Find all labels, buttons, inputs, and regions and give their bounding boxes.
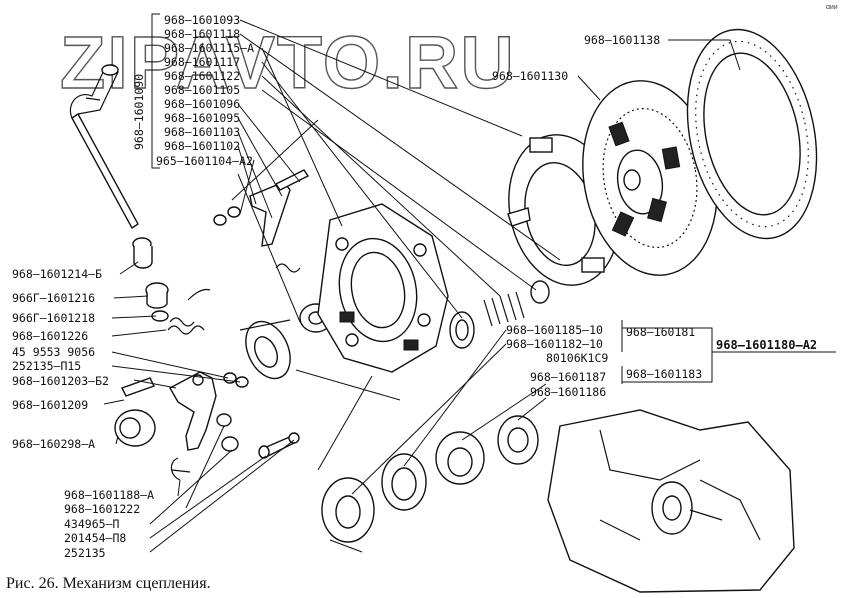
label-p1188: 968—1601188—А [64,488,154,502]
label-p1182: 968—1601182—10 [506,337,603,351]
label-p1115: 968—1601115—А [164,41,254,55]
release-bearing-part [239,319,291,380]
label-p1095: 968—1601095 [164,111,240,125]
label-p1216: 966Г—1601216 [12,291,95,305]
figure-caption: Рис. 26. Механизм сцепления. [6,575,211,592]
label-p298: 968—160298—А [12,437,95,451]
label-p1104: 965—1601104—А2 [156,154,253,168]
return-spring-part [167,288,211,335]
label-p1209: 968—1601209 [12,398,88,412]
pressure-springs-part [449,280,550,349]
label-p1096: 968—1601096 [164,97,240,111]
part-labels: 968—1601093 968—1601118 968—1601115—А 96… [12,13,817,560]
label-p1105: 968—1601105 [164,83,240,97]
label-p1103: 968—1601103 [164,125,240,139]
label-p434965: 434965—П [64,517,119,531]
label-p1187: 968—1601187 [530,370,606,384]
bushing-part [132,237,169,322]
label-p1222: 968—1601222 [64,502,140,516]
bearing-assembly-part [321,415,539,553]
label-p115: 252135—П15 [12,359,81,373]
label-p1180: 968—1601180—А2 [716,338,817,352]
label-p80106: 80106К1С9 [546,351,608,365]
friction-ring-part [686,28,818,240]
label-p1218: 966Г—1601218 [12,311,95,325]
corner-mark: ɑᴎᴎ [826,4,838,11]
label-p1130: 968—1601130 [492,69,568,83]
label-p1203: 968—1601203—Б2 [12,374,109,388]
label-p1118: 968—1601118 [164,27,240,41]
label-p1102: 968—1601102 [164,139,240,153]
label-p1122: 968—1601122 [164,69,240,83]
label-p9056: 45 9553 9056 [12,345,95,359]
leader-lines [103,13,836,553]
label-p1185: 968—1601185—10 [506,323,603,337]
label-p1226: 968—1601226 [12,329,88,343]
clutch-disc-part [582,80,718,276]
label-p1214: 968—1601214—Б [12,267,102,281]
label-p1183: 968—1601183 [626,367,702,381]
label-p1093: 968—1601093 [164,13,240,27]
label-p181: 968—160181 [626,325,695,339]
label-p1138: 968—1601138 [584,33,660,47]
release-lever-part [213,169,333,333]
label-p252135: 252135 [64,546,106,560]
label-vertical-assembly: 968—1601090 [132,74,146,150]
label-p201454: 201454—П8 [64,531,126,545]
clutch-cover-part [317,203,449,373]
fork-shaft-part [69,64,139,230]
watermark: ZIPAVTO.RU [60,21,516,104]
gearbox-housing-part [547,409,795,593]
label-p1186: 968—1601186 [530,385,606,399]
label-p1117: 968—1601117 [164,55,240,69]
